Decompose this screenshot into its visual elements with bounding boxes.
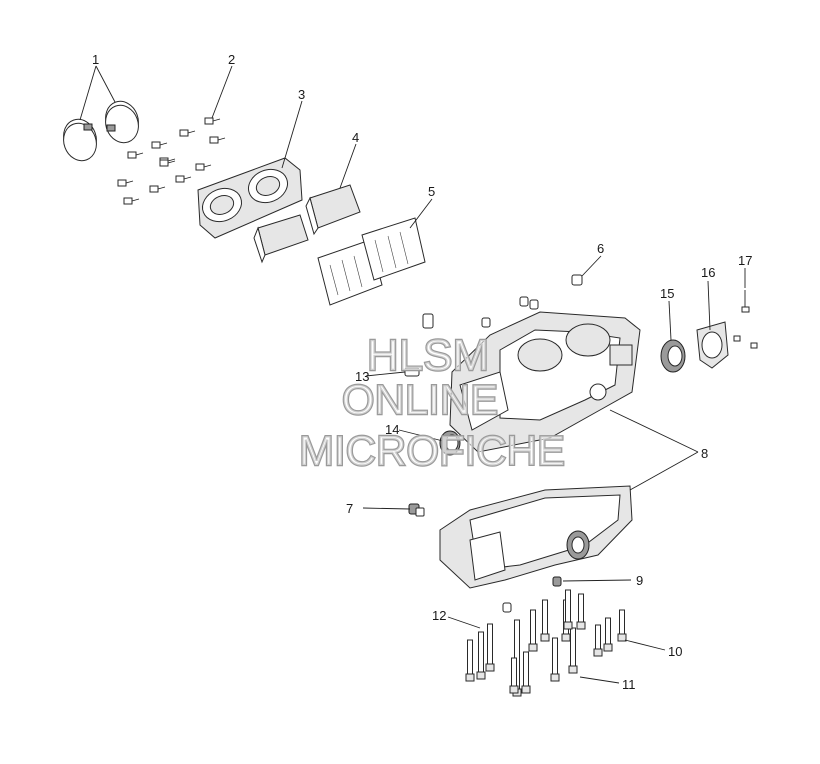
long-bolt: [617, 609, 627, 642]
long-bolt: [509, 657, 519, 694]
watermark: HLSM ONLINE MICROFICHE: [298, 330, 566, 475]
part-2-bolts: [117, 117, 226, 205]
callout-labels: 1 2 3 4 5 6 7 8 9 10 11 12 13 14 15 16 1…: [92, 52, 752, 692]
small-bolt: [149, 185, 166, 193]
long-bolt: [465, 639, 475, 682]
watermark-line-3: MICROFICHE: [299, 427, 565, 474]
small-bolt: [127, 151, 144, 159]
long-bolt: [540, 599, 550, 642]
callout-13: 13: [355, 369, 369, 384]
callout-4: 4: [352, 130, 359, 145]
part-15-seal: [660, 339, 686, 373]
callout-9: 9: [636, 573, 643, 588]
part-14-seal: [439, 430, 461, 456]
long-bolt: [603, 617, 613, 652]
long-bolt: [485, 623, 495, 672]
parts-10-11-12-long-bolts: [465, 589, 627, 697]
callout-12: 12: [432, 608, 446, 623]
watermark-line-1: HLSM: [367, 331, 489, 380]
long-bolt: [563, 589, 573, 630]
callout-17: 17: [738, 253, 752, 268]
long-bolt: [550, 637, 560, 682]
callout-3: 3: [298, 87, 305, 102]
callout-10: 10: [668, 644, 682, 659]
small-bolt: [159, 159, 176, 167]
part-17-screws: [733, 290, 758, 349]
part-5-reed-cages: [317, 217, 426, 306]
callout-5: 5: [428, 184, 435, 199]
callout-16: 16: [701, 265, 715, 280]
leader-lines: [79, 65, 746, 684]
callout-2: 2: [228, 52, 235, 67]
part-16-cover: [696, 321, 729, 369]
callout-15: 15: [660, 286, 674, 301]
small-bolt: [151, 141, 168, 149]
part-3-intake-plate: [197, 157, 303, 239]
callout-8: 8: [701, 446, 708, 461]
small-bolt: [209, 136, 226, 144]
part-13-fitting: [404, 313, 434, 377]
part-4-reed-blocks: [253, 184, 361, 264]
callout-11: 11: [622, 677, 636, 692]
long-bolt: [568, 627, 578, 674]
small-bolt: [117, 179, 134, 187]
long-bolt: [576, 593, 586, 630]
long-bolt: [476, 631, 486, 680]
long-bolt: [521, 651, 531, 694]
part-1-clamps: [63, 100, 139, 162]
small-bolt: [195, 163, 212, 171]
watermark-line-2: ONLINE: [342, 376, 498, 423]
part-7-sensor: [408, 503, 425, 517]
small-bolt: [123, 197, 140, 205]
callout-6: 6: [597, 241, 604, 256]
part-8-lower-crankcase: [439, 485, 633, 589]
small-bolt: [204, 117, 221, 125]
callout-7: 7: [346, 501, 353, 516]
callout-1: 1: [92, 52, 99, 67]
callout-14: 14: [385, 422, 399, 437]
part-9-plug: [502, 576, 562, 613]
small-bolt: [179, 129, 196, 137]
part-6-dowels: [481, 274, 583, 328]
part-8-upper-crankcase: [449, 311, 641, 453]
long-bolt: [593, 624, 603, 657]
long-bolt: [528, 609, 538, 652]
small-bolt: [175, 175, 192, 183]
